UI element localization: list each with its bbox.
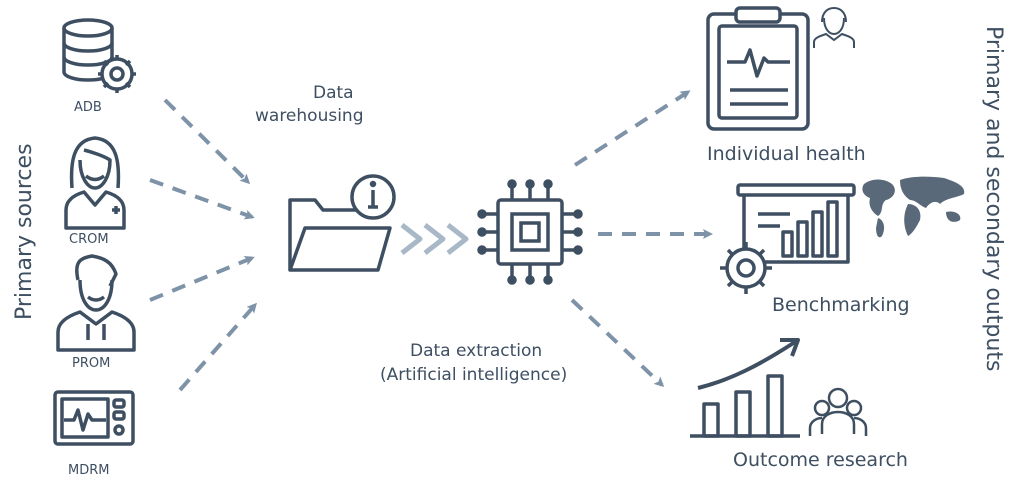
database-icon — [62, 18, 136, 93]
world-map-icon — [862, 176, 965, 238]
source-arrows — [149, 98, 257, 392]
arrow-to-outcome-research — [570, 298, 665, 388]
primary-sources-label: Primary sources — [12, 143, 37, 320]
people-group-icon — [808, 387, 868, 436]
crom-label: CROM — [69, 232, 109, 247]
data-extraction-label-line2: (Artificial intelligence) — [380, 365, 568, 385]
arrow-crom-to-warehouse — [149, 178, 255, 220]
medical-monitor-icon — [53, 390, 135, 446]
gear-icon — [720, 242, 772, 294]
arrow-adb-to-warehouse — [163, 98, 251, 185]
benchmarking-label: Benchmarking — [772, 294, 910, 316]
output-arrows — [570, 90, 713, 388]
mdrm-label: MDRM — [68, 463, 110, 478]
prom-label: PROM — [72, 356, 111, 371]
info-icon — [350, 174, 396, 220]
data-warehousing-label-line1: Data — [313, 83, 354, 103]
individual-health-label: Individual health — [707, 143, 866, 165]
arrow-to-individual-health — [573, 90, 691, 167]
patient-icon — [56, 254, 136, 352]
arrow-mdrm-to-warehouse — [178, 302, 257, 392]
data-warehousing-label-line2: warehousing — [255, 106, 364, 126]
arrow-prom-to-warehouse — [149, 256, 255, 302]
clinician-icon — [64, 136, 126, 230]
outputs-label: Primary and secondary outputs — [981, 26, 1006, 372]
clipboard-icon — [706, 6, 810, 131]
person-icon — [813, 6, 855, 48]
double-chevron-icon — [400, 223, 469, 255]
data-extraction-label-line1: Data extraction — [410, 341, 543, 361]
processor-chip-icon — [477, 179, 583, 285]
outcome-research-label: Outcome research — [733, 449, 908, 471]
presentation-chart-icon — [736, 183, 856, 264]
growth-chart-icon — [690, 338, 800, 438]
adb-label: ADB — [74, 100, 102, 115]
